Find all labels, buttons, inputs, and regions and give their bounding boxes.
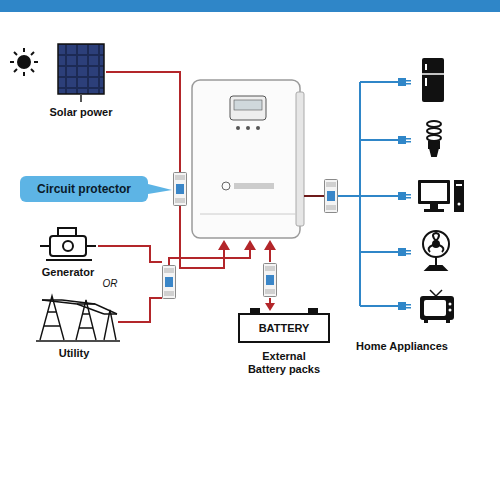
arrow-heads — [218, 240, 276, 311]
source-label: Solar power — [50, 106, 113, 119]
inverter-unit — [192, 80, 304, 238]
breaker-battery — [264, 264, 277, 297]
source-label: Utility — [59, 347, 90, 360]
fan-icon — [423, 231, 449, 270]
ac-bus — [338, 82, 398, 306]
top-band — [0, 0, 500, 12]
battery-caption: External Battery packs — [242, 350, 326, 376]
breaker-solar — [174, 173, 187, 206]
utility-pylons — [36, 296, 120, 341]
callout-text: Circuit protector — [37, 182, 131, 196]
solar-panel — [58, 44, 104, 102]
callout-box: Circuit protector — [20, 176, 148, 202]
plugs — [398, 78, 411, 310]
fridge-icon — [422, 58, 444, 102]
generator-icon — [40, 228, 96, 260]
source-label: Generator — [42, 266, 95, 279]
sun-icon — [10, 48, 38, 76]
or-label: OR — [103, 278, 118, 290]
battery-box: BATTERYExternal Battery packs — [238, 313, 330, 343]
output-wire — [304, 195, 324, 197]
battery-text: BATTERY — [259, 322, 310, 334]
tv-icon — [420, 290, 454, 323]
breaker-output — [325, 180, 338, 213]
breaker-grid — [163, 266, 176, 299]
computer-icon — [418, 180, 464, 212]
group-label: Home Appliances — [356, 340, 448, 353]
callout-pointer — [148, 184, 172, 194]
bulb-icon — [427, 121, 441, 156]
